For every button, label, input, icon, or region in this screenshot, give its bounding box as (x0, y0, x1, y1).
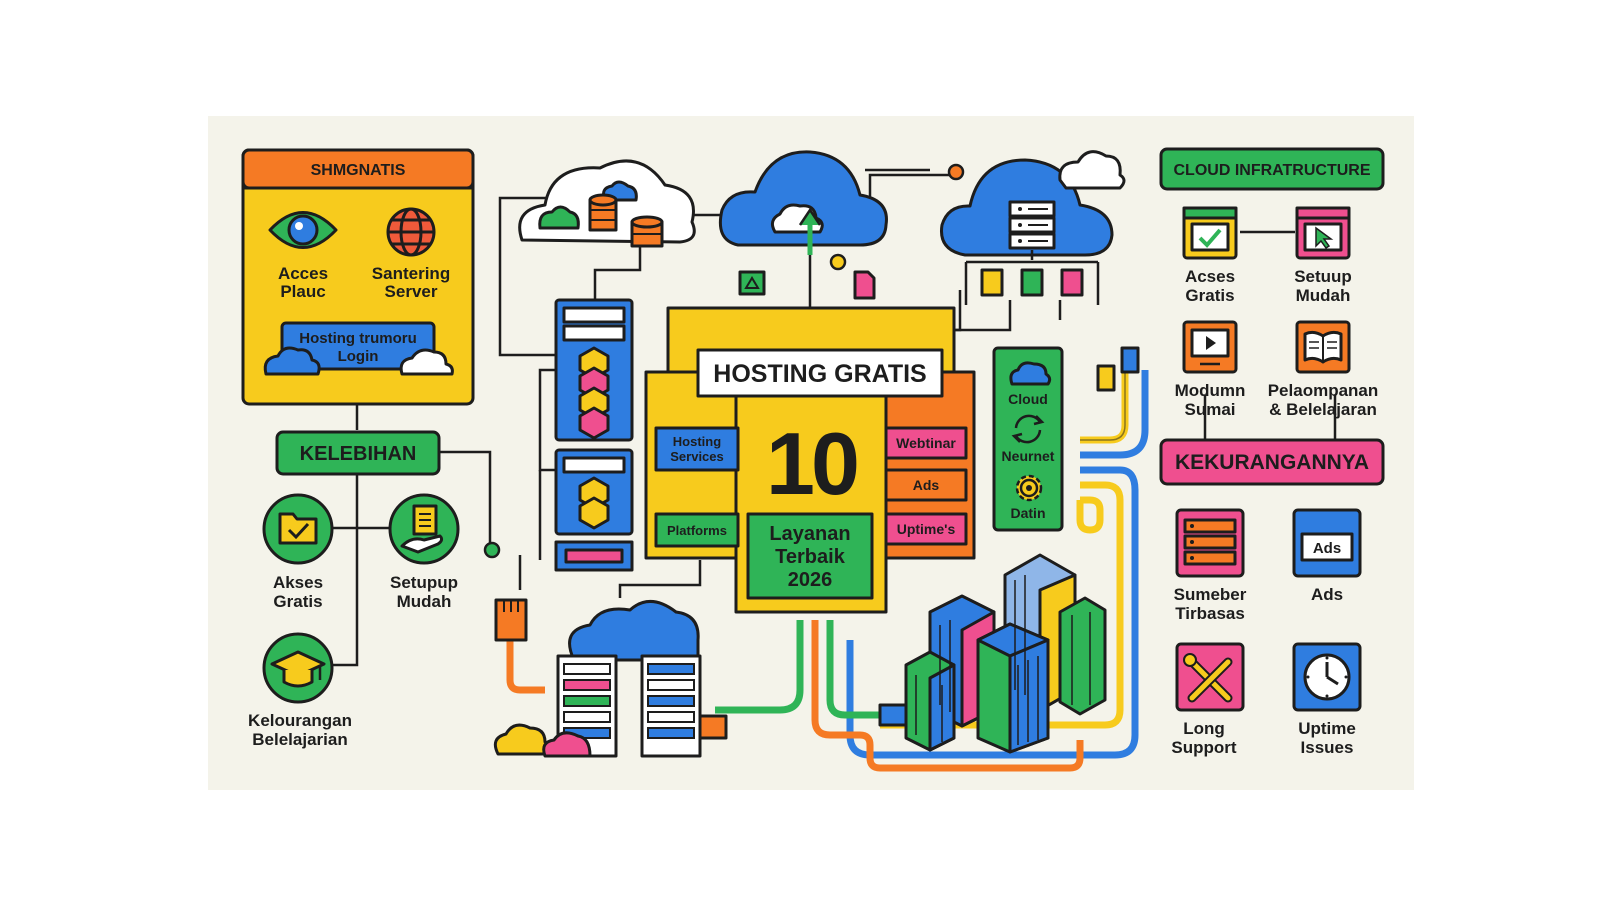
kekurangan-item2-line1: Ads (1311, 585, 1343, 604)
cube-icon (578, 346, 610, 440)
datacenter-left (493, 598, 728, 758)
cloud-network-column: Cloud Neurnet Datin (992, 346, 1064, 532)
login-line1: Hosting trumoru (299, 330, 417, 347)
kelebihan-item3-line1: Kelourangan (248, 711, 352, 730)
tag-platforms-label: Platforms (667, 523, 727, 538)
infra-item1-line1: Acses (1185, 267, 1235, 286)
kelebihan-item2-line2: Mudah (397, 592, 452, 611)
main-title: HOSTING GRATIS (713, 360, 926, 388)
file-icon (1020, 268, 1044, 297)
server-tower-1 (554, 298, 634, 442)
kelebihan-item1-line1: Akses (273, 573, 323, 592)
cloud-infra-title: CLOUD INFRATRUCTURE (1173, 162, 1370, 179)
ethernet-plug-icon (494, 598, 728, 740)
kelebihan-item2-line1: Setupup (390, 573, 458, 592)
network-cables (506, 370, 1149, 772)
document-hand-icon (388, 493, 460, 565)
kekurangan-item1-line2: Tirbasas (1175, 604, 1245, 623)
eye-icon (268, 211, 338, 249)
window-cursor-icon (1295, 206, 1351, 260)
subtitle-line2: Terbaik (775, 546, 846, 568)
subtitle-line3: 2026 (788, 569, 833, 591)
kekurangan-item3-line2: Support (1171, 738, 1236, 757)
neurnet-label: Neurnet (1002, 448, 1055, 464)
database-icon (588, 193, 618, 232)
left-item1-line2: Plauc (280, 282, 325, 301)
kekurangan-title: KEKURANGANNYA (1175, 451, 1369, 474)
kekurangan-item4-line2: Issues (1301, 738, 1354, 757)
tag-platforms[interactable] (654, 512, 740, 548)
cloud-icon (1009, 361, 1052, 386)
tag-uptime-label: Uptime's (897, 521, 956, 537)
window-check-icon (1182, 206, 1238, 260)
cloud-infra-section: CLOUD INFRATRUCTURE Acses Gratis Setuup … (1159, 147, 1385, 419)
cloud-storage-left (518, 159, 696, 248)
server-tower-2 (554, 448, 634, 572)
globe-icon (386, 207, 436, 257)
main-number: 10 (766, 414, 857, 513)
kekurangan-item3-line1: Long (1183, 719, 1225, 738)
kekurangan-section: KEKURANGANNYA Sumeber Tirbasas Ads Ads (1159, 438, 1385, 757)
tag-ads-label: Ads (913, 477, 940, 493)
left-card-title: SHMGNATIS (311, 162, 406, 179)
infra-item3-line1: Modumn (1175, 381, 1246, 400)
left-item2-line2: Server (385, 282, 438, 301)
infra-item3-line2: Sumai (1184, 400, 1235, 419)
cloud-icon (399, 348, 454, 376)
infra-item1-line2: Gratis (1185, 286, 1234, 305)
monitor-play-icon (1182, 320, 1238, 374)
tag-webtinar[interactable] (884, 426, 968, 460)
tag-hosting-services[interactable] (654, 426, 740, 472)
ethernet-plug-icon (878, 703, 908, 727)
cloud-icon (263, 346, 321, 376)
left-card: SHMGNATIS Acces Plauc Santering Server (241, 148, 475, 406)
gear-icon (1015, 474, 1043, 502)
refresh-icon (1011, 414, 1045, 444)
server-stack-icon (1175, 508, 1245, 578)
datin-label: Datin (1011, 505, 1046, 521)
ads-badge-text: Ads (1313, 540, 1341, 557)
login-line2: Login (338, 348, 379, 365)
server-rack-icon (1008, 200, 1056, 250)
login-box[interactable] (280, 321, 436, 371)
clock-icon (1292, 642, 1362, 712)
kekurangan-item1-line1: Sumeber (1174, 585, 1247, 604)
infra-item4-line2: & Belelajaran (1269, 400, 1377, 419)
infra-item4-line1: Pelaompanan (1268, 381, 1379, 400)
file-icon (980, 268, 1004, 297)
cloud-upload-center (718, 150, 888, 341)
tag-ads[interactable] (884, 468, 968, 502)
subtitle-line1: Layanan (769, 523, 850, 545)
left-item1-line1: Acces (278, 264, 328, 283)
tag-webtinar-label: Webtinar (896, 435, 956, 451)
kelebihan-title: KELEBIHAN (300, 443, 417, 465)
cloud-icon (542, 731, 592, 758)
folder-check-icon (262, 493, 334, 565)
city-buildings (878, 553, 1107, 754)
left-item2-line1: Santering (372, 264, 450, 283)
file-icon (1060, 268, 1084, 297)
database-icon (630, 215, 664, 248)
file-icon (853, 270, 876, 300)
kekurangan-item4-line1: Uptime (1298, 719, 1356, 738)
ethernet-plug-icon (1096, 346, 1140, 392)
upload-square-icon (738, 270, 766, 296)
tag-hosting-services-line2: Services (670, 449, 724, 464)
book-icon (1295, 320, 1351, 374)
tag-uptime[interactable] (884, 512, 968, 546)
kelebihan-item1-line2: Gratis (273, 592, 322, 611)
tag-hosting-services-line1: Hosting (673, 434, 721, 449)
cloud-label: Cloud (1008, 391, 1048, 407)
kelebihan-item3-line2: Belelajarian (252, 730, 347, 749)
kelebihan-section: KELEBIHAN Akses Gratis Setupup Mudah (248, 430, 460, 749)
ads-window-icon: Ads (1292, 508, 1362, 578)
graduation-cap-icon (262, 632, 334, 704)
tools-icon (1175, 642, 1245, 712)
cloud-server-right (939, 150, 1126, 305)
center-stack: HOSTING GRATIS 10 Layanan Terbaik 2026 H… (644, 306, 976, 614)
infra-item2-line1: Setuup (1294, 267, 1352, 286)
infra-item2-line2: Mudah (1296, 286, 1351, 305)
